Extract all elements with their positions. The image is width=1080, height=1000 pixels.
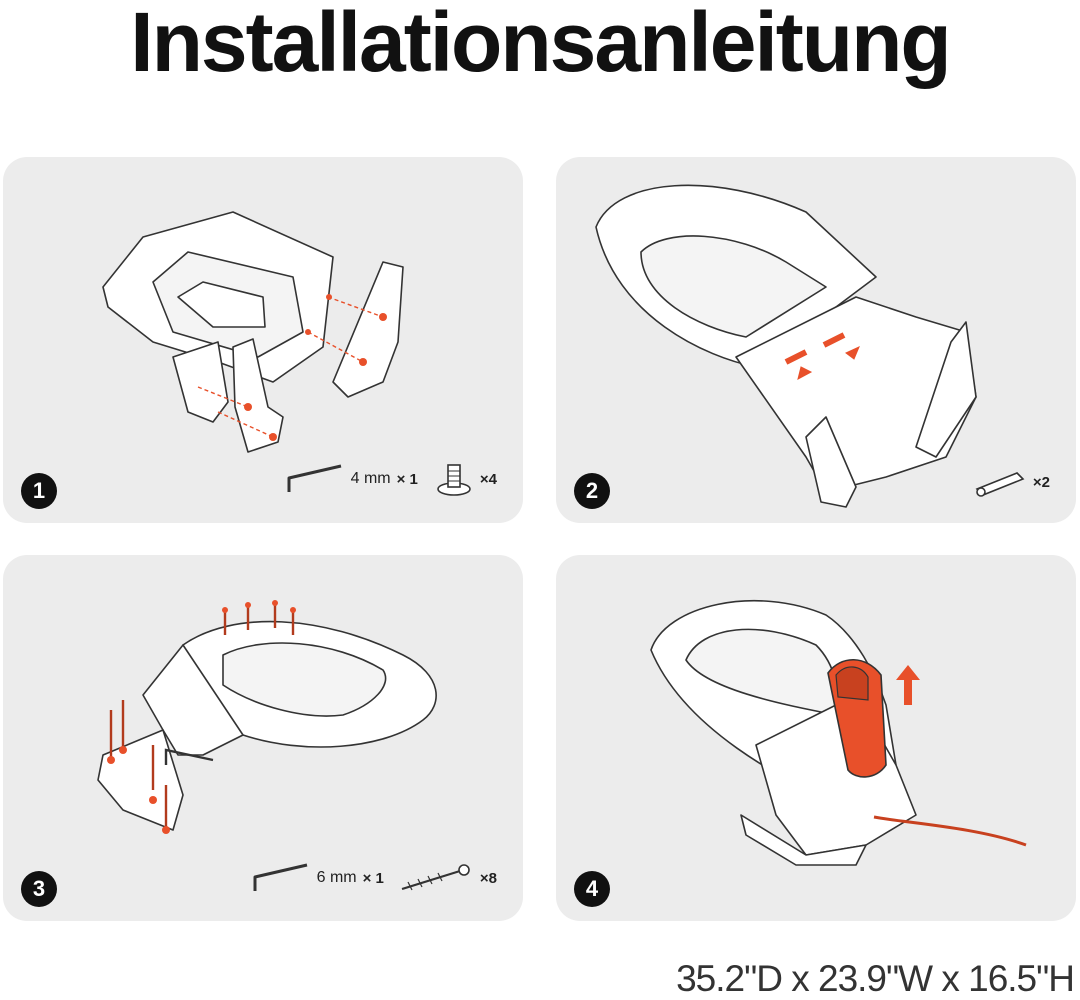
- part-quantity: ×4: [479, 470, 497, 488]
- step-number-badge: 2: [574, 473, 610, 509]
- parts-list: 6 mm × 1 ×8: [251, 861, 497, 895]
- step-number-badge: 1: [21, 473, 57, 509]
- screw-icon: [401, 864, 470, 891]
- step-1-panel: 1 4 mm × 1 ×4: [3, 157, 523, 523]
- parts-list: ×2: [973, 467, 1050, 497]
- step-number-badge: 4: [574, 871, 610, 907]
- parts-list: 4 mm × 1 ×4: [285, 461, 497, 497]
- page-title: Installationsanleitung: [130, 0, 951, 89]
- hex-key-icon: [253, 863, 307, 891]
- part-label: 6 mm: [316, 869, 357, 886]
- part-quantity: ×2: [1032, 473, 1050, 491]
- product-dimensions: 35.2"D x 23.9"W x 16.5"H: [676, 958, 1075, 999]
- step-number-badge: 3: [21, 871, 57, 907]
- part-quantity: × 1: [362, 869, 384, 887]
- bolt-icon: [437, 464, 471, 496]
- step-4-panel: 4: [556, 555, 1076, 921]
- step-3-illustration: [97, 600, 437, 834]
- part-quantity: ×8: [479, 869, 497, 887]
- hex-key-icon: [287, 464, 341, 492]
- part-label: 4 mm: [350, 470, 391, 487]
- pin-icon: [975, 472, 1025, 497]
- step-3-panel: 3 6 mm × 1 ×8: [3, 555, 523, 921]
- part-quantity: × 1: [396, 470, 418, 488]
- step-2-panel: 2 ×2: [556, 157, 1076, 523]
- step-4-illustration: [650, 599, 1027, 866]
- step-1-illustration: [102, 211, 404, 453]
- step-2-illustration: [595, 184, 977, 508]
